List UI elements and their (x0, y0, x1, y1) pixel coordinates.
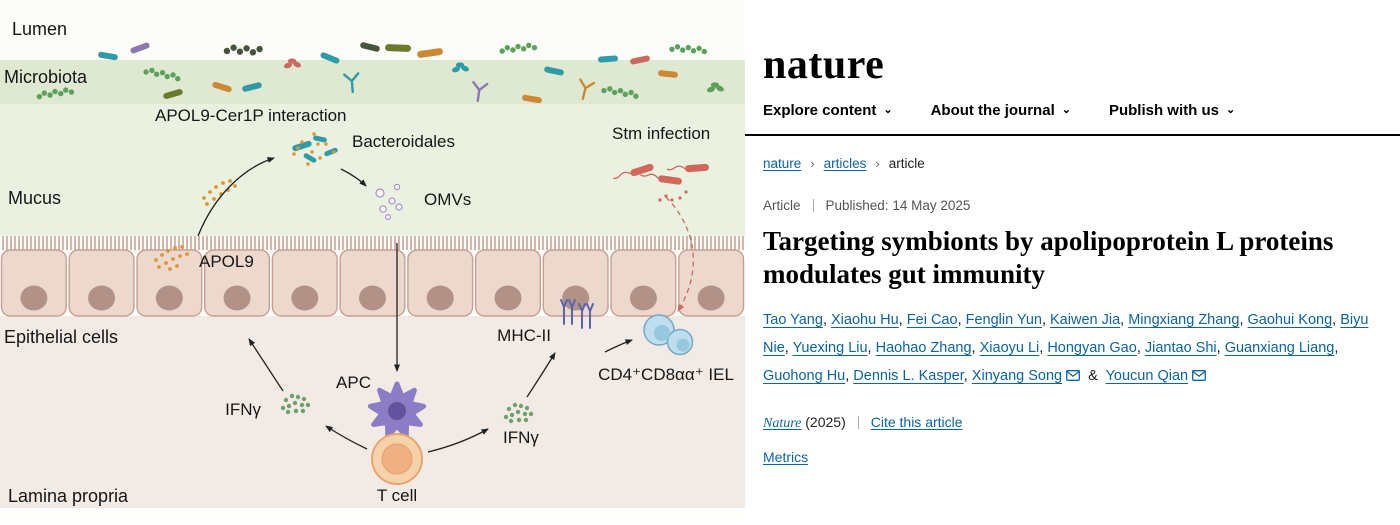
label-t-cell: T cell (377, 486, 417, 505)
author-link[interactable]: Jiantao Shi (1144, 340, 1217, 357)
chevron-down-icon: ⌄ (1225, 104, 1236, 116)
label-epithelial-cells: Epithelial cells (4, 327, 118, 347)
microbiota-bacteria (36, 42, 724, 163)
published-label: Published: (825, 198, 889, 213)
label-bacteroidales: Bacteroidales (352, 132, 455, 151)
nav-about-journal[interactable]: About the journal ⌄ (931, 102, 1071, 119)
breadcrumb-nature[interactable]: nature (763, 156, 802, 171)
ampersand: & (1088, 368, 1098, 385)
author-list: Tao Yang, Xiaohu Hu, Fei Cao, Fenglin Yu… (763, 311, 1369, 385)
label-iel: CD4⁺CD8αα⁺ IEL (598, 365, 734, 384)
label-stm-infection: Stm infection (612, 124, 710, 143)
author-link[interactable]: Tao Yang (763, 311, 823, 328)
arrow-mhc-to-iel (604, 339, 633, 353)
label-mhc2: MHC-II (497, 326, 551, 345)
nav-label: Explore content (763, 102, 877, 119)
label-ifng-left: IFNγ (225, 400, 261, 419)
arrow-stm-infection (665, 196, 694, 312)
article-title: Targeting symbionts by apolipoprotein L … (763, 226, 1334, 290)
nav-label: About the journal (930, 102, 1055, 119)
arrow-tcell-to-ifng-left (325, 425, 368, 450)
chevron-down-icon: ⌄ (1061, 104, 1071, 116)
breadcrumb-chevron-icon: › (810, 156, 815, 171)
nav-explore-content[interactable]: Explore content ⌄ (763, 102, 893, 119)
arrow-bacteroidales-to-omvs (340, 168, 367, 187)
nav-label: Publish with us (1108, 102, 1219, 119)
cite-this-article-link[interactable]: Cite this article (870, 413, 963, 430)
apc-cell (367, 381, 427, 439)
article-meta: Article Published: 14 May 2025 (763, 198, 1400, 213)
iel-cells (643, 314, 694, 356)
breadcrumb-article: article (888, 156, 925, 171)
chevron-down-icon: ⌄ (883, 104, 893, 116)
journal-divider (857, 415, 859, 429)
main-nav: Explore content ⌄ About the journal ⌄ Publ… (763, 102, 1400, 119)
author-link[interactable]: Yuexing Liu (792, 340, 868, 357)
arrow-ifng-to-mhc (526, 352, 556, 398)
author-link[interactable]: Dennis L. Kasper (853, 368, 964, 385)
arrow-ifng-to-epithelium (248, 338, 284, 392)
author-link[interactable]: Fei Cao (906, 311, 958, 328)
label-microbiota: Microbiota (4, 67, 88, 87)
label-apol9-cer1p: APOL9-Cer1P interaction (155, 106, 347, 125)
epithelial-cell-row (0, 249, 745, 317)
label-apol9: APOL9 (199, 252, 254, 271)
email-envelope-icon[interactable] (1066, 370, 1081, 382)
journal-reference: Nature (2025) Cite this article (763, 414, 1400, 432)
nav-publish-with-us[interactable]: Publish with us ⌄ (1109, 102, 1235, 119)
journal-link[interactable]: Nature (763, 415, 802, 431)
author-link[interactable]: Xinyang Song (971, 368, 1063, 385)
label-apc: APC (336, 373, 371, 392)
figure-panel: Lumen Microbiota APOL9-Cer1P interaction… (0, 19, 745, 508)
author-link[interactable]: Xiaohu Hu (831, 311, 899, 328)
journal-year: (2025) (805, 413, 846, 430)
t-cell (371, 433, 423, 485)
arrow-apol9-to-bacteroidales (197, 157, 275, 237)
label-lumen: Lumen (12, 19, 67, 39)
label-ifng-right: IFNγ (503, 428, 539, 447)
metrics-link[interactable]: Metrics (763, 448, 809, 465)
mhc2-receptor-icons (560, 299, 594, 329)
author-link[interactable]: Youcun Qian (1105, 368, 1189, 385)
brush-border-villi (2, 236, 744, 250)
figure-arrows (197, 157, 694, 453)
author-link[interactable]: Guanxiang Liang (1224, 340, 1335, 357)
breadcrumb-articles[interactable]: articles (823, 156, 867, 171)
author-link[interactable]: Haohao Zhang (875, 340, 972, 357)
figure-decorations (154, 132, 709, 424)
author-link[interactable]: Mingxiang Zhang (1128, 311, 1240, 328)
author-link[interactable]: Fenglin Yun (965, 311, 1042, 328)
main-nav-bar: Explore content ⌄ About the journal ⌄ Publ… (745, 102, 1400, 136)
email-envelope-icon[interactable] (1192, 370, 1207, 382)
breadcrumb: nature › articles › article (763, 156, 1400, 171)
author-link[interactable]: Kaiwen Jia (1050, 311, 1121, 328)
author-link[interactable]: Guohong Hu (763, 368, 846, 385)
published-date: 14 May 2025 (892, 198, 971, 213)
label-mucus: Mucus (8, 188, 61, 208)
breadcrumb-chevron-icon: › (875, 156, 880, 171)
author-link[interactable]: Gaohui Kong (1247, 311, 1333, 328)
article-type: Article (763, 198, 801, 213)
author-link[interactable]: Hongyan Gao (1047, 340, 1137, 357)
figure-labels: Lumen Microbiota APOL9-Cer1P interaction… (4, 19, 734, 506)
author-link[interactable]: Xiaoyu Li (979, 340, 1040, 357)
label-lamina-propria: Lamina propria (8, 486, 129, 506)
meta-divider (812, 199, 814, 212)
arrow-tcell-to-ifng-right (427, 428, 489, 453)
gut-immunity-figure: Lumen Microbiota APOL9-Cer1P interaction… (0, 19, 745, 508)
label-omvs: OMVs (424, 190, 471, 209)
author-link[interactable]: Biyu Nie (763, 311, 1369, 357)
metrics-row: Metrics (763, 449, 1400, 465)
nature-logo[interactable]: nature (763, 42, 885, 88)
article-page: nature Explore content ⌄ About the journa… (745, 0, 1400, 520)
